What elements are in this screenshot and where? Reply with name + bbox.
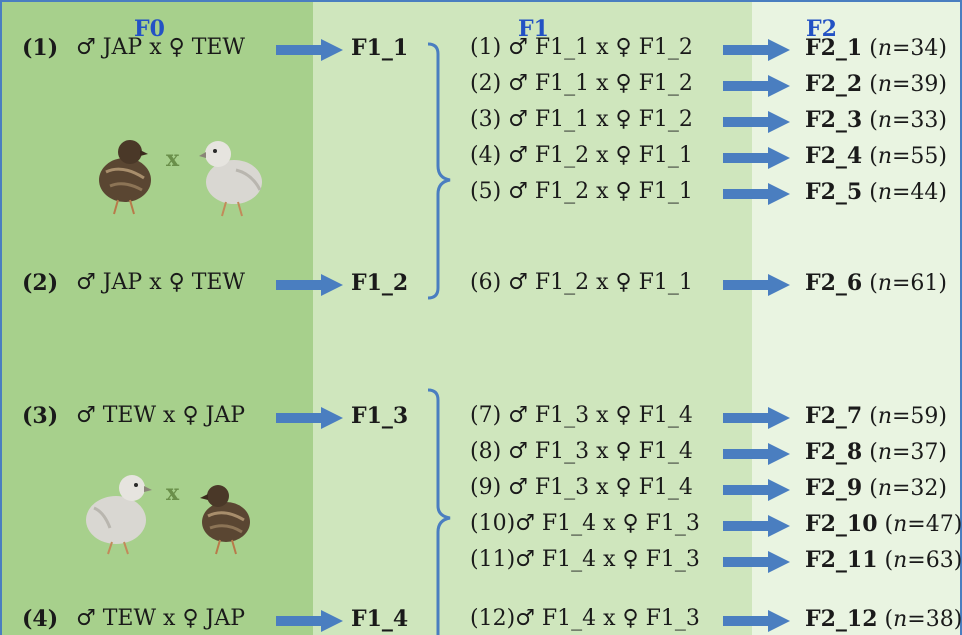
f2-result-9: F2_9 (n=32)	[805, 475, 947, 501]
bracket-group-2	[427, 388, 451, 635]
f2-result-10: F2_10 (n=47)	[805, 511, 962, 537]
arrow-icon	[723, 274, 790, 296]
f1-result-4: F1_4	[351, 606, 409, 632]
parent-cross-3: ♂ TEW x ♀ JAP	[76, 403, 246, 428]
f1-cross-12: (12)♂ F1_4 x ♀ F1_3	[470, 606, 700, 631]
arrow-icon	[276, 39, 343, 61]
f2-result-1: F2_1 (n=34)	[805, 35, 947, 61]
f0-column	[0, 0, 313, 635]
f2-result-5: F2_5 (n=44)	[805, 179, 947, 205]
arrow-icon	[723, 75, 790, 97]
f1-cross-2: (2) ♂ F1_1 x ♀ F1_2	[470, 71, 693, 96]
f1-cross-3: (3) ♂ F1_1 x ♀ F1_2	[470, 107, 693, 132]
f1-cross-1: (1) ♂ F1_1 x ♀ F1_2	[470, 35, 693, 60]
f2-result-11: F2_11 (n=63)	[805, 547, 962, 573]
f2-result-6: F2_6 (n=61)	[805, 270, 947, 296]
parent-cross-1: ♂ JAP x ♀ TEW	[76, 35, 246, 60]
parent-cross-2: ♂ JAP x ♀ TEW	[76, 270, 246, 295]
arrow-icon	[723, 515, 790, 537]
arrow-icon	[276, 407, 343, 429]
cross-number-3: (3)	[22, 403, 59, 429]
f1-cross-10: (10)♂ F1_4 x ♀ F1_3	[470, 511, 700, 536]
arrow-icon	[723, 610, 790, 632]
header-f1: F1	[518, 16, 549, 42]
cross-x-symbol: x	[166, 480, 180, 506]
arrow-icon	[723, 147, 790, 169]
f1-column	[313, 0, 752, 635]
arrow-icon	[723, 183, 790, 205]
white-quail-icon	[86, 475, 152, 555]
cross-number-2: (2)	[22, 270, 59, 296]
f1-cross-7: (7) ♂ F1_3 x ♀ F1_4	[470, 403, 693, 428]
f1-cross-4: (4) ♂ F1_2 x ♀ F1_1	[470, 143, 693, 168]
f1-result-1: F1_1	[351, 35, 409, 61]
f2-result-12: F2_12 (n=38)	[805, 606, 962, 632]
parent-cross-4: ♂ TEW x ♀ JAP	[76, 606, 246, 631]
f2-result-2: F2_2 (n=39)	[805, 71, 947, 97]
f1-result-3: F1_3	[351, 403, 409, 429]
arrow-icon	[723, 39, 790, 61]
f1-cross-5: (5) ♂ F1_2 x ♀ F1_1	[470, 179, 693, 204]
f2-result-8: F2_8 (n=37)	[805, 439, 947, 465]
japanese-quail-icon	[200, 485, 250, 555]
bracket-group-1	[427, 42, 451, 300]
white-quail-icon	[199, 141, 262, 217]
header-f0: F0	[134, 16, 165, 42]
f1-cross-9: (9) ♂ F1_3 x ♀ F1_4	[470, 475, 693, 500]
arrow-icon	[276, 274, 343, 296]
cross-number-1: (1)	[22, 35, 59, 61]
arrow-icon	[723, 479, 790, 501]
arrow-icon	[723, 551, 790, 573]
arrow-icon	[723, 407, 790, 429]
f2-result-7: F2_7 (n=59)	[805, 403, 947, 429]
arrow-icon	[276, 610, 343, 632]
f2-result-4: F2_4 (n=55)	[805, 143, 947, 169]
f2-column	[752, 0, 962, 635]
f1-cross-11: (11)♂ F1_4 x ♀ F1_3	[470, 547, 700, 572]
arrow-icon	[723, 443, 790, 465]
f2-result-3: F2_3 (n=33)	[805, 107, 947, 133]
f1-cross-8: (8) ♂ F1_3 x ♀ F1_4	[470, 439, 693, 464]
f1-cross-6: (6) ♂ F1_2 x ♀ F1_1	[470, 270, 693, 295]
header-f2: F2	[806, 16, 837, 42]
cross-number-4: (4)	[22, 606, 59, 632]
japanese-quail-icon	[99, 140, 151, 215]
arrow-icon	[723, 111, 790, 133]
cross-x-symbol: x	[166, 146, 180, 172]
f1-result-2: F1_2	[351, 270, 409, 296]
